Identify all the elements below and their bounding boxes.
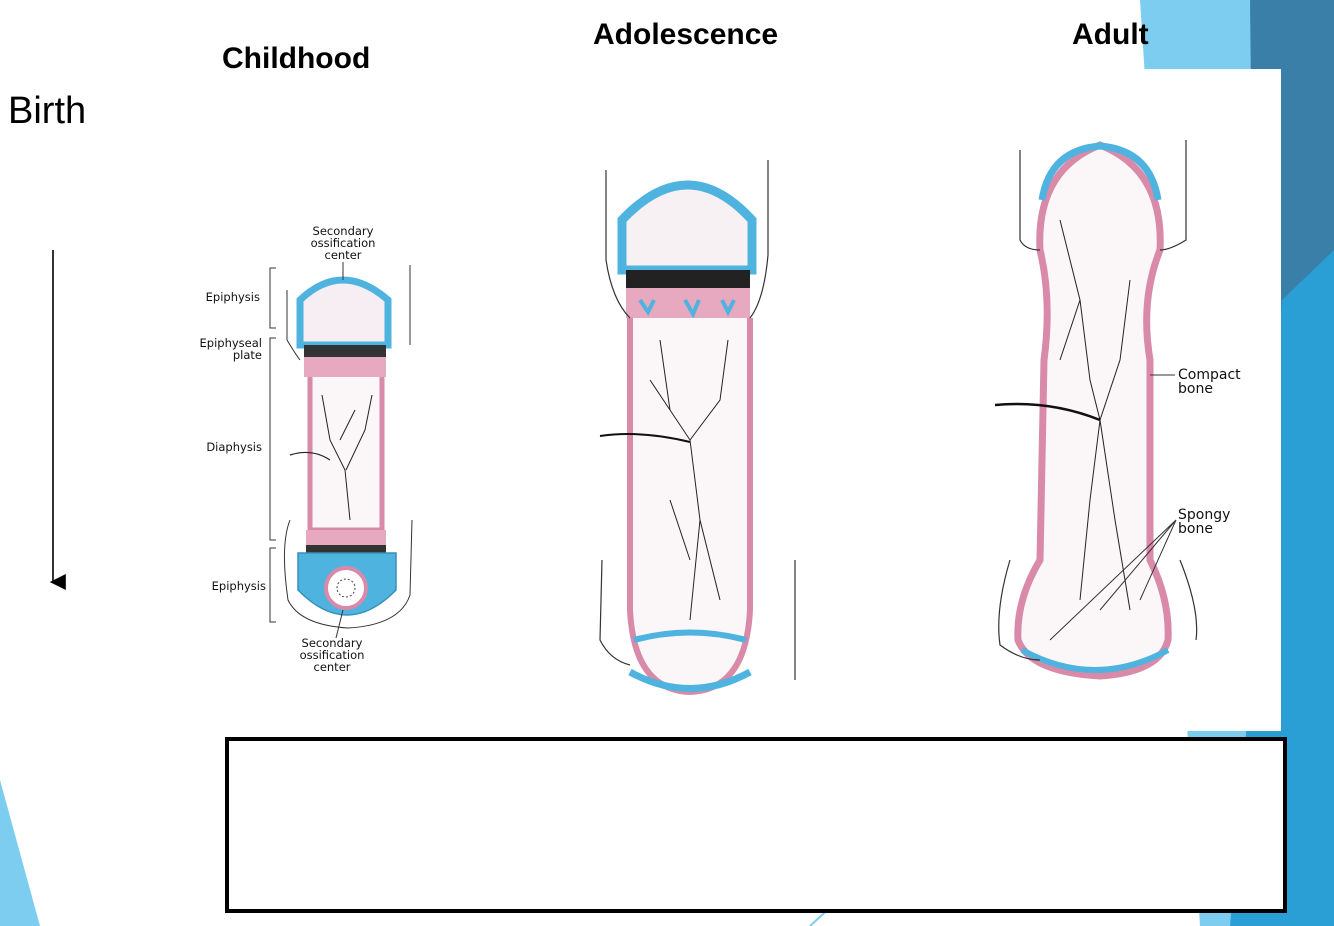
adolescence-lower-plate bbox=[633, 629, 747, 643]
adult-compact-bone bbox=[1014, 141, 1172, 680]
leader-spongy bbox=[1049, 519, 1177, 641]
adolescence-bone bbox=[599, 160, 796, 696]
label-epiphyseal-2: plate bbox=[233, 348, 262, 362]
timeline-birth-label: Birth bbox=[8, 90, 87, 132]
heading-childhood: Childhood bbox=[222, 42, 371, 75]
label-secondary-top-1: Secondary bbox=[313, 224, 374, 238]
adult-vessels bbox=[1059, 219, 1131, 611]
childhood-nutrient-artery bbox=[289, 451, 331, 461]
heading-adult: Adult bbox=[1072, 18, 1149, 51]
label-epiphyseal-1: Epiphyseal bbox=[200, 336, 262, 350]
childhood-epiphyseal-plate bbox=[304, 345, 386, 357]
adult-upper-cartilage bbox=[1038, 142, 1162, 201]
label-secondary-bottom-1: Secondary bbox=[302, 636, 363, 650]
childhood-lower-joint-lines bbox=[283, 519, 413, 629]
label-secondary-bottom-2: ossification bbox=[300, 648, 365, 662]
childhood-metaphysis bbox=[304, 357, 386, 377]
label-epiphysis-top: Epiphysis bbox=[206, 290, 260, 304]
adolescence-joint-lines bbox=[605, 160, 769, 319]
label-compact-1: Compact bbox=[1178, 367, 1241, 383]
childhood-lower-plate bbox=[306, 545, 386, 553]
adolescence-lower-cartilage bbox=[628, 668, 752, 692]
adolescence-vessels bbox=[649, 339, 729, 621]
childhood-joint-lines bbox=[286, 265, 411, 361]
label-secondary-top-3: center bbox=[325, 248, 362, 262]
adult-joint-lines bbox=[1019, 140, 1187, 251]
label-diaphysis: Diaphysis bbox=[206, 440, 262, 454]
label-spongy-1: Spongy bbox=[1178, 507, 1230, 523]
label-secondary-top-2: ossification bbox=[311, 236, 376, 250]
adult-bone bbox=[994, 140, 1198, 680]
bracket-epiphysis-top bbox=[269, 267, 276, 329]
adolescence-upper-epiphysis bbox=[617, 180, 757, 275]
bracket-diaphysis bbox=[269, 337, 276, 541]
label-secondary-bottom-3: center bbox=[314, 660, 351, 674]
label-spongy-2: bone bbox=[1178, 521, 1213, 537]
childhood-upper-epiphysis bbox=[296, 276, 392, 349]
bracket-epiphysis-bottom bbox=[269, 547, 276, 623]
theme-corner-left bbox=[0, 780, 40, 926]
adult-nutrient-artery bbox=[994, 402, 1101, 422]
adolescence-nutrient-artery bbox=[599, 433, 691, 443]
label-epiphysis-bottom: Epiphysis bbox=[212, 579, 266, 593]
heading-adolescence: Adolescence bbox=[593, 18, 779, 51]
leader-secondary-bottom bbox=[335, 609, 344, 639]
childhood-bone bbox=[269, 262, 413, 639]
childhood-vessels bbox=[321, 394, 373, 521]
label-compact-2: bone bbox=[1178, 381, 1213, 397]
adolescence-epiphyseal-plate bbox=[626, 270, 750, 288]
adult-lower-cartilage bbox=[1020, 647, 1170, 673]
answer-text-box[interactable] bbox=[225, 737, 1287, 913]
childhood-secondary-center bbox=[324, 566, 368, 610]
